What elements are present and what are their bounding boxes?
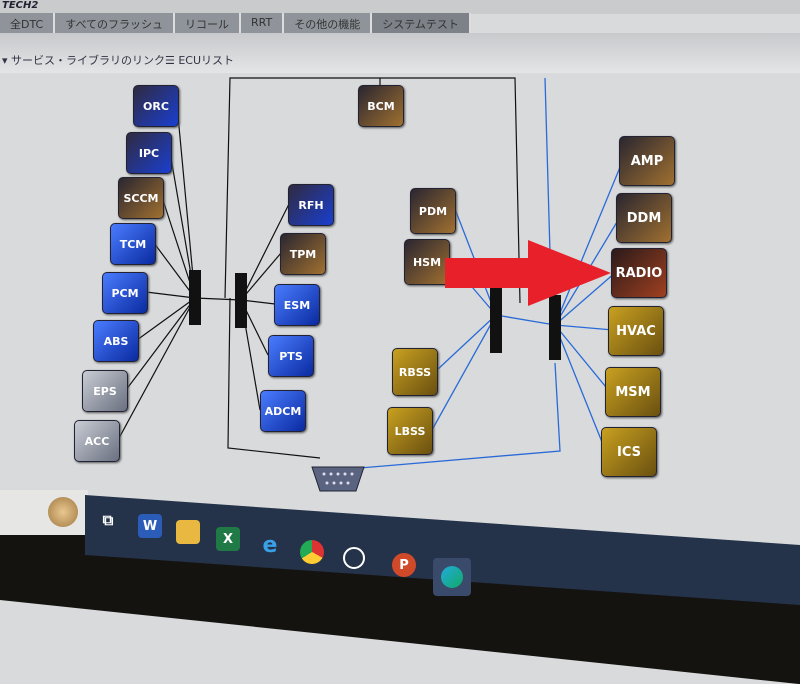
ecu-orc[interactable]: ORC (133, 85, 179, 127)
bus-bar (189, 270, 201, 325)
ecu-eps[interactable]: EPS (82, 370, 128, 412)
tab-all-dtc[interactable]: 全DTC (0, 13, 56, 33)
tab-bar: 全DTC すべてのフラッシュ リコール RRT その他の機能 システムテスト (0, 13, 471, 33)
bus-bar (490, 288, 502, 353)
speedtest-icon[interactable] (343, 547, 365, 569)
lion-emblem-icon (48, 497, 78, 527)
title-bar: TECH2 (0, 0, 800, 14)
ecu-pcm[interactable]: PCM (102, 272, 148, 314)
tab-all-flash[interactable]: すべてのフラッシュ (55, 13, 176, 33)
red-arrow-icon (445, 240, 611, 306)
edge-icon[interactable] (433, 558, 471, 596)
tab-other-functions[interactable]: その他の機能 (284, 13, 373, 33)
powerpoint-icon[interactable]: P (392, 553, 416, 577)
ecu-hvac[interactable]: HVAC (608, 306, 664, 356)
ecu-esm[interactable]: ESM (274, 284, 320, 326)
ecu-lbss[interactable]: LBSS (387, 407, 433, 455)
ecu-rfh[interactable]: RFH (288, 184, 334, 226)
link-bar (0, 33, 800, 73)
ecu-abs[interactable]: ABS (93, 320, 139, 362)
ecu-tcm[interactable]: TCM (110, 223, 156, 265)
ecu-pts[interactable]: PTS (268, 335, 314, 377)
ecu-ipc[interactable]: IPC (126, 132, 172, 174)
tab-rrt[interactable]: RRT (241, 13, 285, 33)
internet-explorer-icon[interactable]: e (262, 532, 278, 558)
ecu-adcm[interactable]: ADCM (260, 390, 306, 432)
ecu-ddm[interactable]: DDM (616, 193, 672, 243)
excel-icon[interactable]: X (216, 527, 240, 551)
ecu-ics[interactable]: ICS (601, 427, 657, 477)
app-logo: TECH2 (2, 0, 39, 11)
service-library-link[interactable]: ▾ サービス・ライブラリのリンク (2, 54, 166, 67)
ecu-pdm[interactable]: PDM (410, 188, 456, 234)
tab-system-test[interactable]: システムテスト (372, 13, 471, 33)
ecu-rbss[interactable]: RBSS (392, 348, 438, 396)
network-diagram: ORC IPC SCCM TCM PCM ABS EPS ACC RFH TPM… (0, 73, 800, 493)
bus-bar (235, 273, 247, 328)
ecu-msm[interactable]: MSM (605, 367, 661, 417)
chrome-icon[interactable] (300, 540, 324, 564)
dlc-connector-icon[interactable] (310, 465, 366, 495)
ecu-radio[interactable]: RADIO (611, 248, 667, 298)
ecu-list-link[interactable]: ☰ ECUリスト (165, 54, 235, 67)
file-explorer-icon[interactable] (176, 520, 200, 544)
word-icon[interactable]: W (138, 514, 162, 538)
task-view-icon[interactable]: ⧉ (102, 511, 114, 529)
ecu-sccm[interactable]: SCCM (118, 177, 164, 219)
ecu-amp[interactable]: AMP (619, 136, 675, 186)
ecu-acc[interactable]: ACC (74, 420, 120, 462)
ecu-bcm[interactable]: BCM (358, 85, 404, 127)
ecu-tpm[interactable]: TPM (280, 233, 326, 275)
tab-recall[interactable]: リコール (175, 13, 242, 33)
bus-bar (549, 295, 561, 360)
